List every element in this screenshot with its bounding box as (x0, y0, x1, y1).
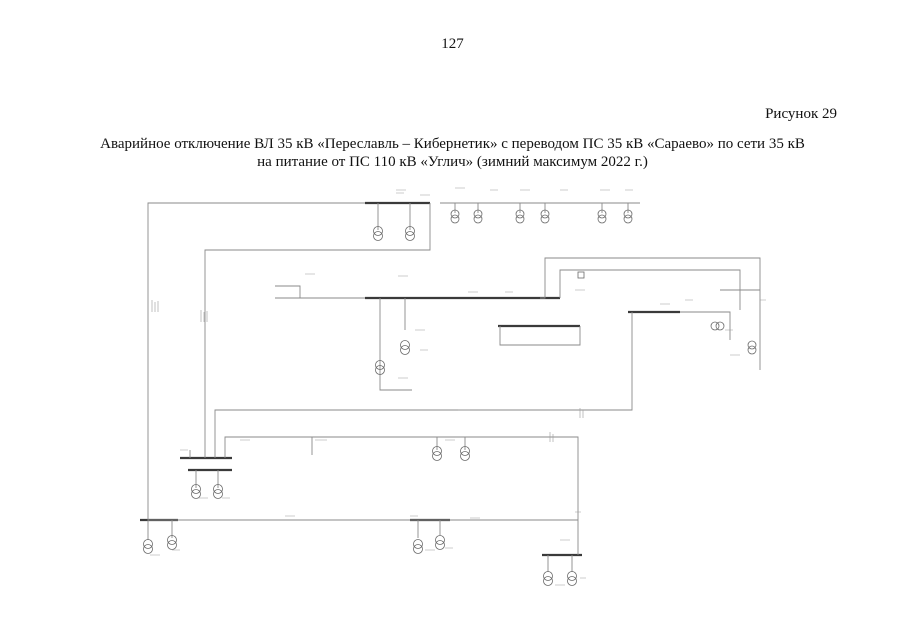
diagram-annotations (150, 187, 766, 586)
page-number: 127 (441, 36, 464, 52)
busbars (140, 201, 680, 557)
feeders (143, 203, 757, 586)
caption-line-1: Аварийное отключение ВЛ 35 кВ «Переславл… (100, 136, 805, 152)
figure-label: Рисунок 29 (765, 106, 837, 122)
connecting-lines (147, 202, 761, 555)
figure-caption: Аварийное отключение ВЛ 35 кВ «Переславл… (0, 135, 905, 171)
caption-line-2: на питание от ПС 110 кВ «Углич» (зимний … (257, 154, 648, 170)
